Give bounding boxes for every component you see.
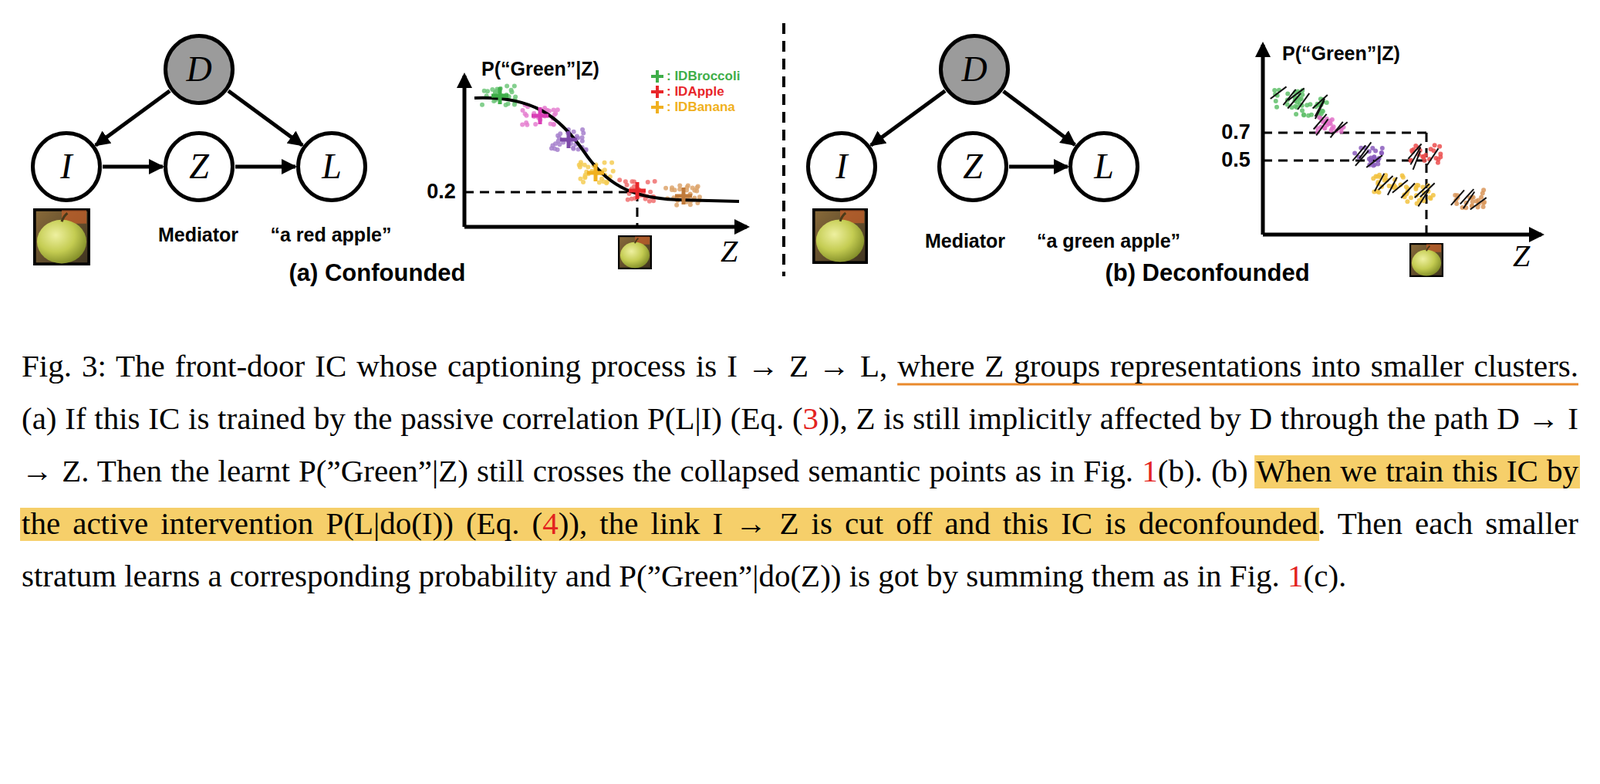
variable-circle: I — [806, 131, 878, 203]
tick-label: 0.7 — [1221, 121, 1251, 145]
variable-circle: I — [30, 131, 102, 203]
variable-circle: L — [1068, 131, 1140, 203]
legend-row: : IDApple — [649, 84, 725, 100]
causal-arrow — [95, 91, 170, 146]
variable-symbol: L — [1093, 148, 1114, 185]
causal-arrow — [1009, 165, 1068, 169]
variable-circle: Z — [163, 131, 235, 203]
mediator-value: “a green apple” — [1036, 230, 1181, 253]
variable-circle: D — [163, 33, 235, 105]
panel-title: (b) Deconfounded — [1104, 259, 1310, 287]
variable-symbol: L — [321, 148, 342, 185]
legend-row: : IDBroccoli — [649, 68, 740, 85]
axis-label: Z — [720, 234, 738, 269]
causal-arrow — [1003, 91, 1076, 146]
legend-text: : IDBroccoli — [666, 68, 740, 85]
panel-title: (a) Confounded — [288, 259, 466, 287]
mediator-label: Mediator — [158, 224, 239, 247]
causal-arrow — [870, 91, 946, 146]
tick-label: 0.2 — [426, 180, 456, 204]
cluster-markers — [491, 86, 1487, 210]
variable-symbol: D — [185, 51, 212, 88]
legend-text: : IDBanana — [666, 99, 736, 115]
legend-plus — [649, 99, 665, 115]
variable-symbol: I — [60, 148, 72, 185]
legend-plus — [649, 84, 665, 100]
probability-curve — [474, 97, 740, 202]
variable-symbol: Z — [962, 148, 983, 185]
axis-label: Z — [1512, 239, 1530, 274]
legend-text: : IDApple — [666, 84, 725, 100]
legend-row: : IDBanana — [649, 99, 736, 115]
axis-label: P(“Green”|Z) — [1282, 43, 1401, 65]
variable-symbol: D — [961, 51, 987, 88]
panel-divider — [782, 23, 786, 277]
figure-caption: Fig. 3: The front-door IC whose captioni… — [21, 339, 1579, 602]
variable-symbol: Z — [189, 148, 210, 185]
mediator-value: “a red apple” — [270, 224, 392, 247]
variable-symbol: I — [835, 148, 848, 185]
axis-label: P(“Green”|Z) — [481, 58, 600, 81]
causal-arrow — [228, 91, 303, 146]
causal-arrow — [102, 165, 163, 169]
variable-circle: Z — [937, 131, 1009, 203]
variable-circle: L — [296, 131, 368, 203]
variable-circle: D — [938, 33, 1010, 105]
legend-plus — [649, 68, 665, 85]
causal-arrow — [235, 165, 296, 169]
mediator-label: Mediator — [924, 230, 1006, 253]
tick-label: 0.5 — [1221, 148, 1251, 173]
